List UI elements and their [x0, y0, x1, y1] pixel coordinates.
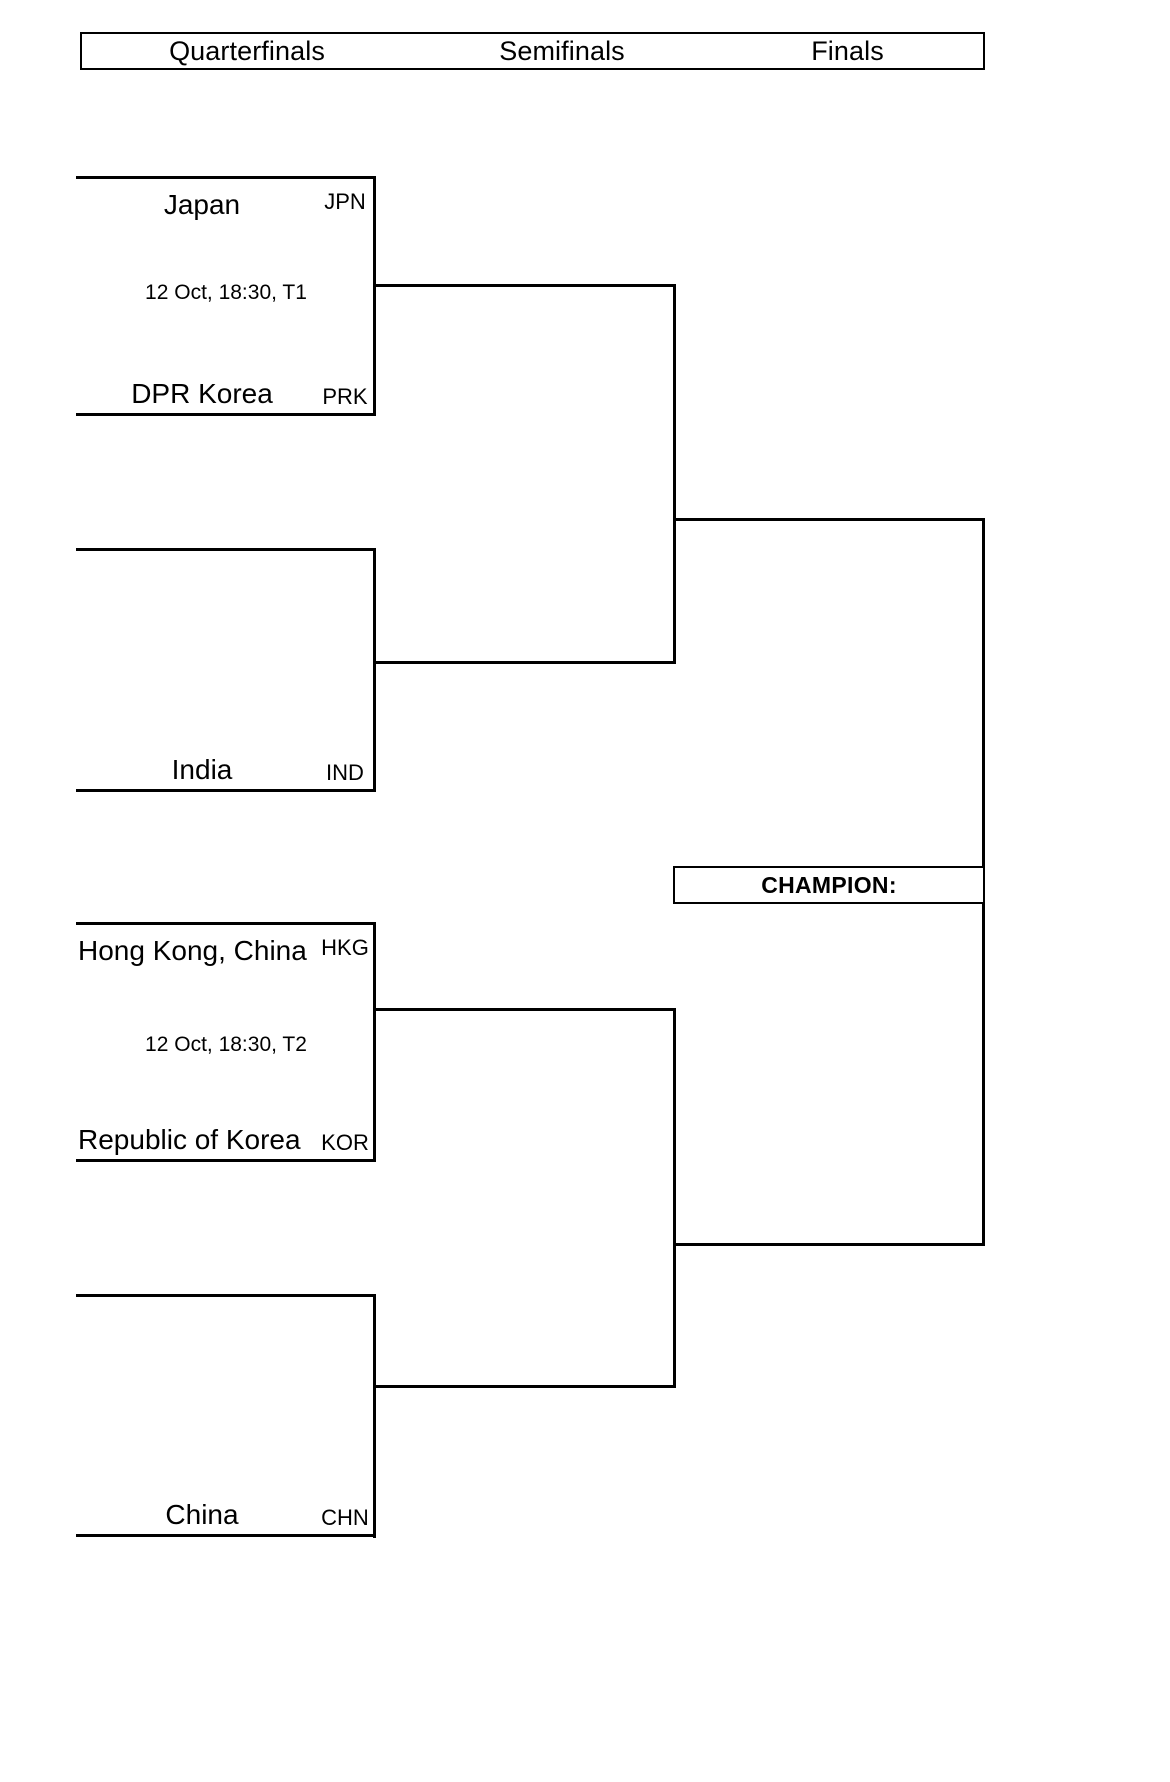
sf2-feed-line — [673, 1243, 985, 1246]
round-header-bar: Quarterfinals Semifinals Finals — [80, 32, 985, 70]
qf4-feed-line — [373, 1385, 676, 1388]
qf3-team-top-slot[interactable]: Hong Kong, China HKG — [76, 922, 376, 974]
sf1-feed-line — [673, 518, 985, 521]
qf4-team-top-rule — [76, 1294, 376, 1297]
qf2-team-top-slot[interactable] — [76, 548, 376, 600]
sf1-connector-vertical — [673, 284, 676, 664]
qf3-team-bottom-code: KOR — [321, 1129, 369, 1155]
qf3-match-meta: 12 Oct, 18:30, T2 — [145, 1033, 307, 1056]
qf1-team-bottom-name: DPR Korea — [131, 377, 273, 409]
qf1-team-bottom-code: PRK — [322, 383, 368, 409]
round-label-quarterfinals: Quarterfinals — [169, 35, 325, 66]
qf2-connector-vertical — [373, 548, 376, 792]
qf3-team-top-rule — [76, 922, 376, 925]
qf2-feed-line — [373, 661, 676, 664]
qf1-feed-line — [373, 284, 676, 287]
qf1-team-bottom-rule — [76, 413, 376, 416]
qf2-team-bottom-code: IND — [326, 759, 364, 785]
qf3-team-top-code: HKG — [321, 935, 369, 960]
qf1-team-top-rule — [76, 176, 376, 179]
qf4-team-bottom-rule — [76, 1534, 376, 1537]
qf4-team-bottom-name: China — [165, 1498, 239, 1530]
qf4-team-top-slot[interactable] — [76, 1294, 376, 1346]
round-label-semifinals: Semifinals — [499, 35, 625, 66]
qf2-team-top-rule — [76, 548, 376, 551]
qf2-team-bottom-rule — [76, 789, 376, 792]
qf2-team-bottom-slot[interactable]: India IND — [76, 740, 376, 792]
qf2-team-bottom-name: India — [171, 753, 233, 785]
qf1-team-top-code: JPN — [324, 189, 366, 214]
qf3-feed-line — [373, 1008, 676, 1011]
qf3-team-bottom-slot[interactable]: Republic of Korea KOR — [76, 1110, 376, 1162]
qf1-team-top-name: Japan — [163, 189, 241, 220]
qf3-team-top-name: Hong Kong, China — [78, 935, 307, 966]
qf4-team-bottom-code: CHN — [321, 1504, 369, 1530]
qf1-connector-vertical — [373, 176, 376, 416]
qf1-team-top-slot[interactable]: Japan JPN — [76, 176, 376, 228]
champion-box[interactable]: CHAMPION: — [673, 866, 985, 904]
qf1-match-meta: 12 Oct, 18:30, T1 — [145, 281, 307, 304]
qf3-team-bottom-rule — [76, 1159, 376, 1162]
sf2-connector-vertical — [673, 1008, 676, 1388]
champion-label: CHAMPION: — [761, 871, 897, 898]
qf3-team-bottom-name: Republic of Korea — [78, 1123, 301, 1155]
qf4-team-bottom-slot[interactable]: China CHN — [76, 1485, 376, 1537]
qf1-team-bottom-slot[interactable]: DPR Korea PRK — [76, 364, 376, 416]
round-label-finals: Finals — [811, 35, 884, 66]
qf4-connector-vertical — [373, 1294, 376, 1538]
qf3-connector-vertical — [373, 922, 376, 1162]
